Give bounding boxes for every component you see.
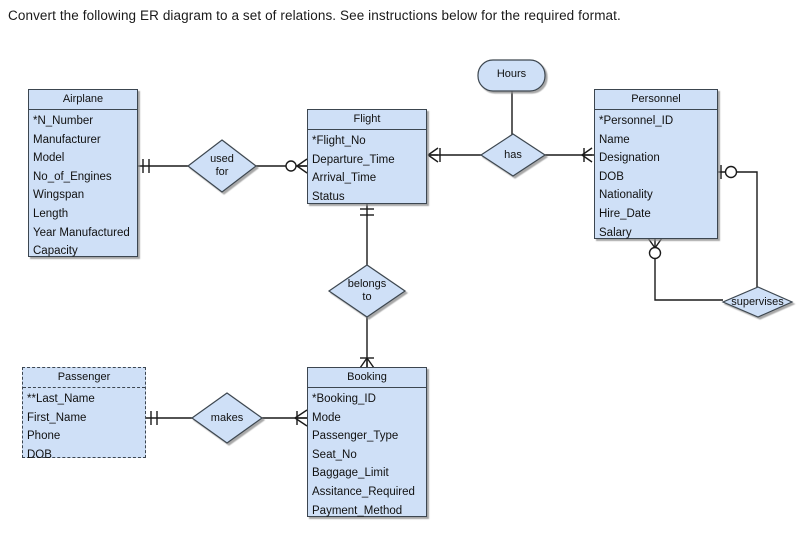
attribute-row: Length <box>33 207 69 220</box>
marker-has-personnel-many-b <box>581 154 593 163</box>
relationship-belongs-to[interactable] <box>327 264 407 318</box>
entity-booking-title: Booking <box>308 368 426 388</box>
entity-airplane-attributes: *N_Number Manufacturer Model No_of_Engin… <box>29 110 137 263</box>
cardinality-markers <box>142 147 738 427</box>
entity-personnel-attributes: *Personnel_ID Name Designation DOB Natio… <box>595 110 717 244</box>
attribute-row: Capacity <box>33 245 78 258</box>
marker-has-personnel-many-a <box>581 147 593 156</box>
attribute-row: Nationality <box>599 189 653 202</box>
attribute-row: Seat_No <box>312 448 357 461</box>
attribute-row: No_of_Engines <box>33 170 112 183</box>
marker-supervises-zero-circle <box>724 165 738 179</box>
attribute-row: *Flight_No <box>312 135 366 147</box>
attribute-row: Arrival_Time <box>312 172 377 185</box>
attribute-row: Status <box>312 190 345 203</box>
entity-airplane-title: Airplane <box>29 90 137 110</box>
attribute-row: Hire_Date <box>599 207 651 220</box>
marker-has-flight-many-b <box>427 154 439 163</box>
marker-booking-left-many-a <box>294 409 308 419</box>
relationship-has[interactable] <box>479 133 547 177</box>
entity-flight[interactable]: Flight *Flight_No Departure_Time Arrival… <box>307 109 427 204</box>
entity-passenger-attributes: **Last_Name First_Name Phone DOB <box>23 388 145 466</box>
attribute-row: DOB <box>599 170 624 183</box>
entity-booking[interactable]: Booking *Booking_ID Mode Passenger_Type … <box>307 367 427 517</box>
attribute-row: Manufacturer <box>33 133 101 146</box>
relationship-supervises[interactable] <box>721 286 794 318</box>
entity-flight-title: Flight <box>308 110 426 130</box>
marker-booking-top-many-a <box>359 357 368 369</box>
attribute-row: DOB <box>27 448 52 461</box>
entity-personnel-title: Personnel <box>595 90 717 110</box>
marker-supervises-many-a <box>647 237 656 249</box>
marker-booking-left-many-b <box>294 417 308 427</box>
attribute-row: Assitance_Required <box>312 485 415 498</box>
attribute-row: Departure_Time <box>312 153 395 166</box>
attribute-row: Phone <box>27 430 61 443</box>
attribute-row: First_Name <box>27 411 87 424</box>
attribute-row: *Booking_ID <box>312 393 376 405</box>
entity-flight-attributes: *Flight_No Departure_Time Arrival_Time S… <box>308 130 426 208</box>
line-personnel-supervises-right <box>718 171 758 287</box>
entity-personnel[interactable]: Personnel *Personnel_ID Name Designation… <box>594 89 718 239</box>
relationship-used-for[interactable] <box>187 139 257 193</box>
marker-booking-top-many-b <box>366 357 375 369</box>
marker-supervises-many-b <box>654 237 663 249</box>
attribute-row: *Personnel_ID <box>599 115 674 127</box>
marker-flight-zero-circle <box>285 160 297 172</box>
attribute-row: Wingspan <box>33 189 85 202</box>
relationship-diamonds <box>187 133 794 444</box>
relationship-makes[interactable] <box>190 392 264 444</box>
line-personnel-supervises-bottom <box>654 258 723 301</box>
attribute-row: Payment_Method <box>312 504 403 517</box>
attribute-row: Passenger_Type <box>312 430 399 443</box>
entity-passenger-title: Passenger <box>23 368 145 388</box>
entity-passenger[interactable]: Passenger **Last_Name First_Name Phone D… <box>22 367 146 461</box>
attribute-hours[interactable] <box>477 59 546 92</box>
attribute-row: Mode <box>312 411 341 424</box>
entity-airplane[interactable]: Airplane *N_Number Manufacturer Model No… <box>28 89 138 257</box>
attribute-row: Salary <box>599 226 632 239</box>
attribute-row: Model <box>33 152 65 165</box>
page-title: Convert the following ER diagram to a se… <box>8 8 621 23</box>
attribute-row: Year Manufactured <box>33 226 130 239</box>
marker-flight-many-a <box>296 158 308 167</box>
attribute-row: Name <box>599 133 630 146</box>
entity-booking-attributes: *Booking_ID Mode Passenger_Type Seat_No … <box>308 388 426 522</box>
attribute-row: Baggage_Limit <box>312 467 389 480</box>
hours-attribute-shape[interactable] <box>477 59 546 92</box>
attribute-row: *N_Number <box>33 115 94 127</box>
marker-supervises-bottom-circle <box>648 246 662 260</box>
attribute-row: **Last_Name <box>27 393 95 405</box>
attribute-row: Designation <box>599 152 660 165</box>
marker-flight-many-b <box>296 165 308 174</box>
marker-has-flight-many-a <box>427 147 439 156</box>
